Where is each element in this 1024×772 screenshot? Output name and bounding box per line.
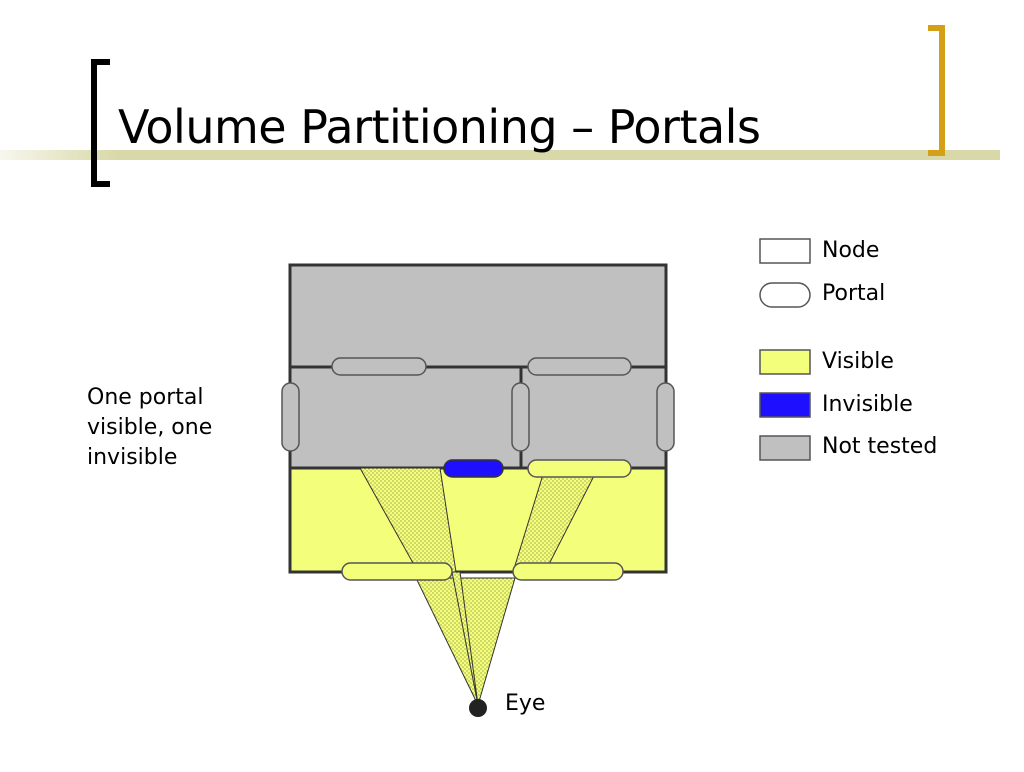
eye-label: Eye [505, 691, 546, 716]
portal-invisible [443, 459, 504, 478]
legend-swatch-invisible [759, 392, 811, 418]
node-middle-right [519, 365, 668, 470]
portal-left [281, 382, 300, 452]
portal-top-left [331, 357, 427, 376]
eye-point [469, 699, 487, 717]
node-middle-left [288, 365, 523, 470]
frustum-center [451, 571, 479, 706]
left-bracket [91, 59, 110, 187]
portal-center [511, 382, 530, 452]
portal-visible-lower-right [512, 562, 624, 581]
portal-visible-lower-left [341, 562, 453, 581]
legend-label-invisible: Invisible [822, 392, 913, 417]
legend-swatch-not-tested [759, 435, 811, 461]
right-bracket [928, 25, 945, 156]
legend-label-not-tested: Not tested [822, 434, 938, 459]
legend-label-node: Node [822, 238, 880, 263]
legend-swatch-node [759, 238, 811, 264]
node-bottom [288, 466, 668, 574]
portal-right [656, 382, 675, 452]
legend-label-portal: Portal [822, 281, 886, 306]
portal-visible-upper [527, 459, 632, 478]
legend-swatch-portal [759, 282, 811, 308]
title-accent-band [0, 150, 1000, 160]
portal-top-right [527, 357, 632, 376]
slide-title: Volume Partitioning – Portals [118, 100, 761, 154]
side-note: One portal visible, one invisible [87, 385, 213, 470]
node-top [288, 263, 668, 369]
legend-label-visible: Visible [822, 349, 894, 374]
legend-swatch-visible [759, 349, 811, 375]
